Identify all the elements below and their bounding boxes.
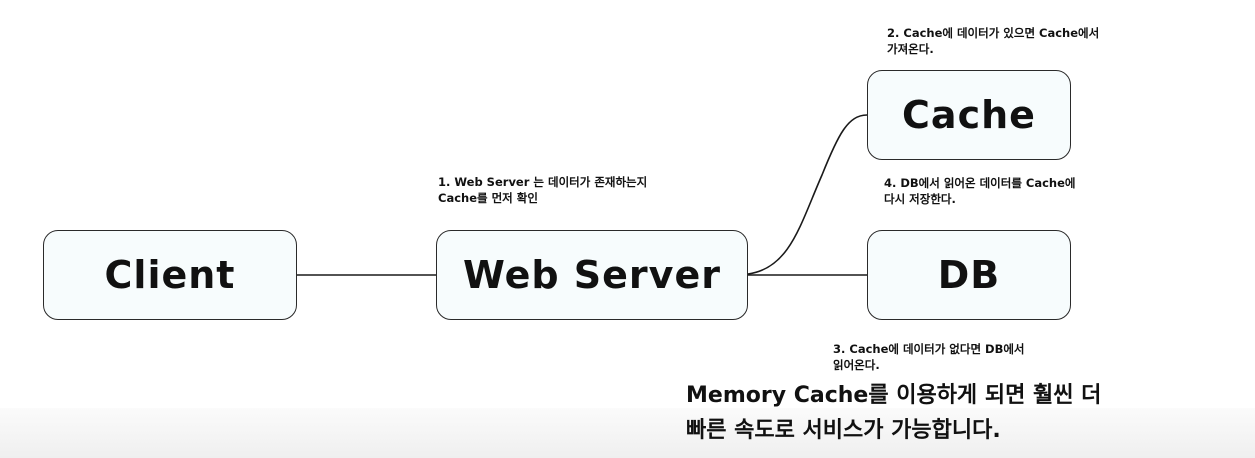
step-2-line-1: 2. Cache에 데이터가 있으면 Cache에서 — [887, 26, 1100, 40]
client-node: Client — [43, 230, 297, 320]
step-3-line-1: 3. Cache에 데이터가 없다면 DB에서 — [833, 342, 1025, 356]
step-1-note: 1. Web Server 는 데이터가 존재하는지 Cache를 먼저 확인 — [438, 174, 647, 206]
db-node-label: DB — [937, 253, 1001, 297]
connector-web-cache — [747, 114, 868, 275]
step-1-line-1: 1. Web Server 는 데이터가 존재하는지 — [438, 175, 648, 189]
caption-subtitle: Memory Cache를 이용하게 되면 훨씬 더 빠른 속도로 서비스가 가… — [686, 378, 1101, 448]
caption-line-2: 빠른 속도로 서비스가 가능합니다. — [686, 418, 1001, 443]
step-2-line-2: 가져온다. — [887, 42, 934, 56]
step-4-line-2: 다시 저장한다. — [884, 192, 956, 206]
step-2-note: 2. Cache에 데이터가 있으면 Cache에서 가져온다. — [887, 25, 1099, 57]
web-server-node: Web Server — [436, 230, 748, 320]
client-node-label: Client — [104, 253, 236, 297]
step-4-note: 4. DB에서 읽어온 데이터를 Cache에 다시 저장한다. — [884, 175, 1076, 207]
web-server-node-label: Web Server — [463, 253, 721, 297]
step-3-note: 3. Cache에 데이터가 없다면 DB에서 읽어온다. — [833, 341, 1025, 373]
cache-node: Cache — [867, 70, 1071, 160]
caption-line-1: Memory Cache를 이용하게 되면 훨씬 더 — [686, 383, 1102, 408]
db-node: DB — [867, 230, 1071, 320]
step-1-line-2: Cache를 먼저 확인 — [438, 191, 538, 205]
step-3-line-2: 읽어온다. — [833, 358, 880, 372]
cache-node-label: Cache — [902, 93, 1036, 137]
bottom-band — [0, 408, 1255, 458]
step-4-line-1: 4. DB에서 읽어온 데이터를 Cache에 — [884, 176, 1076, 190]
